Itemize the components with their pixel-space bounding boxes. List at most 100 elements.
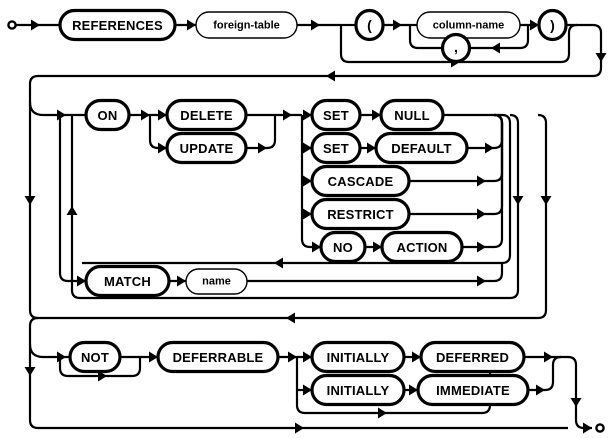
node-immediate-label: IMMEDIATE <box>436 383 510 398</box>
arrow-icon-14 <box>177 275 186 287</box>
arrow-icon-repeat-up <box>66 206 78 215</box>
arrow-icon-restrict-entry <box>303 208 312 220</box>
arrow-icon-section2-in <box>326 70 335 82</box>
section2-entry <box>28 101 86 117</box>
final-collector <box>567 355 592 430</box>
node-comma-label: , <box>454 39 458 55</box>
node-lparen-label: ( <box>367 17 372 33</box>
arrow-icon-update-entry <box>158 142 167 154</box>
node-deferred-label: DEFERRED <box>436 350 509 365</box>
node-name-label: name <box>202 276 231 288</box>
arrow-icon-section2-exit <box>286 312 295 324</box>
arrow-icon-12 <box>373 241 382 253</box>
rail-row1-to-row2 <box>340 23 603 78</box>
section2-outer-bottom-rail <box>28 113 548 320</box>
section2-repeat-return <box>70 115 470 300</box>
arrow-icon-8 <box>367 142 376 154</box>
arrow-icon-final-down <box>570 398 582 407</box>
bypass-rejoin-row1 <box>560 23 578 64</box>
arrow-icon-initially-skip <box>378 407 387 419</box>
node-action-label: ACTION <box>396 240 447 255</box>
section3-outer-left-rail <box>28 316 568 430</box>
node-restrict-label: RESTRICT <box>327 207 394 222</box>
arrow-icon-initially-immediate-entry <box>303 384 312 396</box>
actions-collector <box>82 113 512 265</box>
arrow-icon-10 <box>477 175 486 187</box>
node-set-null-set-label: SET <box>323 108 349 123</box>
arrow-icon-20 <box>409 384 418 396</box>
arrow-icon-1 <box>187 19 196 31</box>
section3-entry <box>28 343 70 359</box>
node-default-label: DEFAULT <box>391 141 451 156</box>
arrow-icon-7 <box>372 109 381 121</box>
track-start-circle <box>7 20 17 30</box>
arrow-icon-13 <box>477 241 486 253</box>
link-immediate-rejoin <box>528 355 562 392</box>
arrow-icon-15 <box>477 275 486 287</box>
arrow-icon-16 <box>149 351 158 363</box>
arrow-icon-5 <box>141 109 150 121</box>
node-initially-immediate-initially-label: INITIALLY <box>327 383 390 398</box>
node-null-label: NULL <box>394 108 429 123</box>
arrow-icon-cascade-entry <box>303 175 312 187</box>
arrow-icon-set-null-entry <box>303 109 312 121</box>
link-update-rejoin <box>246 115 277 150</box>
arrow-icon-4 <box>530 19 539 31</box>
node-match-label: MATCH <box>104 274 151 289</box>
arrow-icon-17 <box>288 351 297 363</box>
arrow-icon-repeat-return <box>274 257 283 269</box>
branch-to-match <box>58 115 86 283</box>
arrow-icon-6 <box>283 109 292 121</box>
node-references-label: REFERENCES <box>72 18 163 33</box>
arrow-icon-section2-entry <box>57 109 66 121</box>
arrow-icon-section3-entry <box>57 351 66 363</box>
node-set-default-set-label: SET <box>323 141 349 156</box>
arrow-icon-section2-bypass-down <box>24 196 36 205</box>
node-update-label: UPDATE <box>180 141 234 156</box>
comma-loop-left <box>408 25 444 50</box>
arrow-icon-end <box>583 422 592 434</box>
node-not-label: NOT <box>81 350 109 365</box>
bypass-column-list-line <box>339 25 561 64</box>
arrow-icon-match-entry <box>77 275 86 287</box>
arrow-icon-19 <box>544 351 553 363</box>
arrow-icon-section2-right-down <box>512 196 524 205</box>
arrow-icon-set-default-entry <box>303 142 312 154</box>
arrow-icon-start <box>31 19 40 31</box>
arrow-icon-rail-down-1 <box>595 53 607 62</box>
arrow-icon-section3-bypass <box>295 422 304 434</box>
section2-outer-left-rail <box>28 74 340 310</box>
link-no-action-rejoin <box>462 113 504 249</box>
arrow-icon-section3-bypass-down <box>24 367 36 376</box>
node-rparen-label: ) <box>550 17 555 33</box>
section2-inner-right-rail <box>470 113 520 300</box>
arrow-icon-not-bypass <box>98 370 107 382</box>
comma-loop-right <box>490 25 530 50</box>
node-deferrable-label: DEFERRABLE <box>173 350 264 365</box>
branch-to-update <box>148 115 167 150</box>
arrow-icon-no-action-entry <box>312 241 321 253</box>
node-delete-label: DELETE <box>180 108 233 123</box>
node-column-name-label: column-name <box>433 20 505 32</box>
arrow-icon-initially-deferred-entry <box>303 351 312 363</box>
arrow-icon-3 <box>393 19 402 31</box>
arrow-icon-21 <box>536 384 545 396</box>
node-on-label: ON <box>98 108 118 123</box>
arrow-icon-11 <box>477 208 486 220</box>
node-no-label: NO <box>333 240 353 255</box>
arrow-icon-2 <box>311 19 320 31</box>
link-match-rejoin <box>247 263 504 283</box>
track-end-circle <box>595 423 605 433</box>
node-foreign-table-label: foreign-table <box>213 20 280 32</box>
node-initially-deferred-initially-label: INITIALLY <box>327 350 390 365</box>
arrow-icon-delete-entry <box>158 109 167 121</box>
arrow-icon-18 <box>412 351 421 363</box>
link-set-default-rejoin <box>467 113 504 150</box>
arrow-icon-comma-loop <box>491 42 500 54</box>
arrow-icon-9 <box>485 142 494 154</box>
arrow-icon-section2-outer-down <box>540 196 552 205</box>
arrow-icon-update-out <box>258 142 267 154</box>
node-cascade-label: CASCADE <box>328 174 394 189</box>
